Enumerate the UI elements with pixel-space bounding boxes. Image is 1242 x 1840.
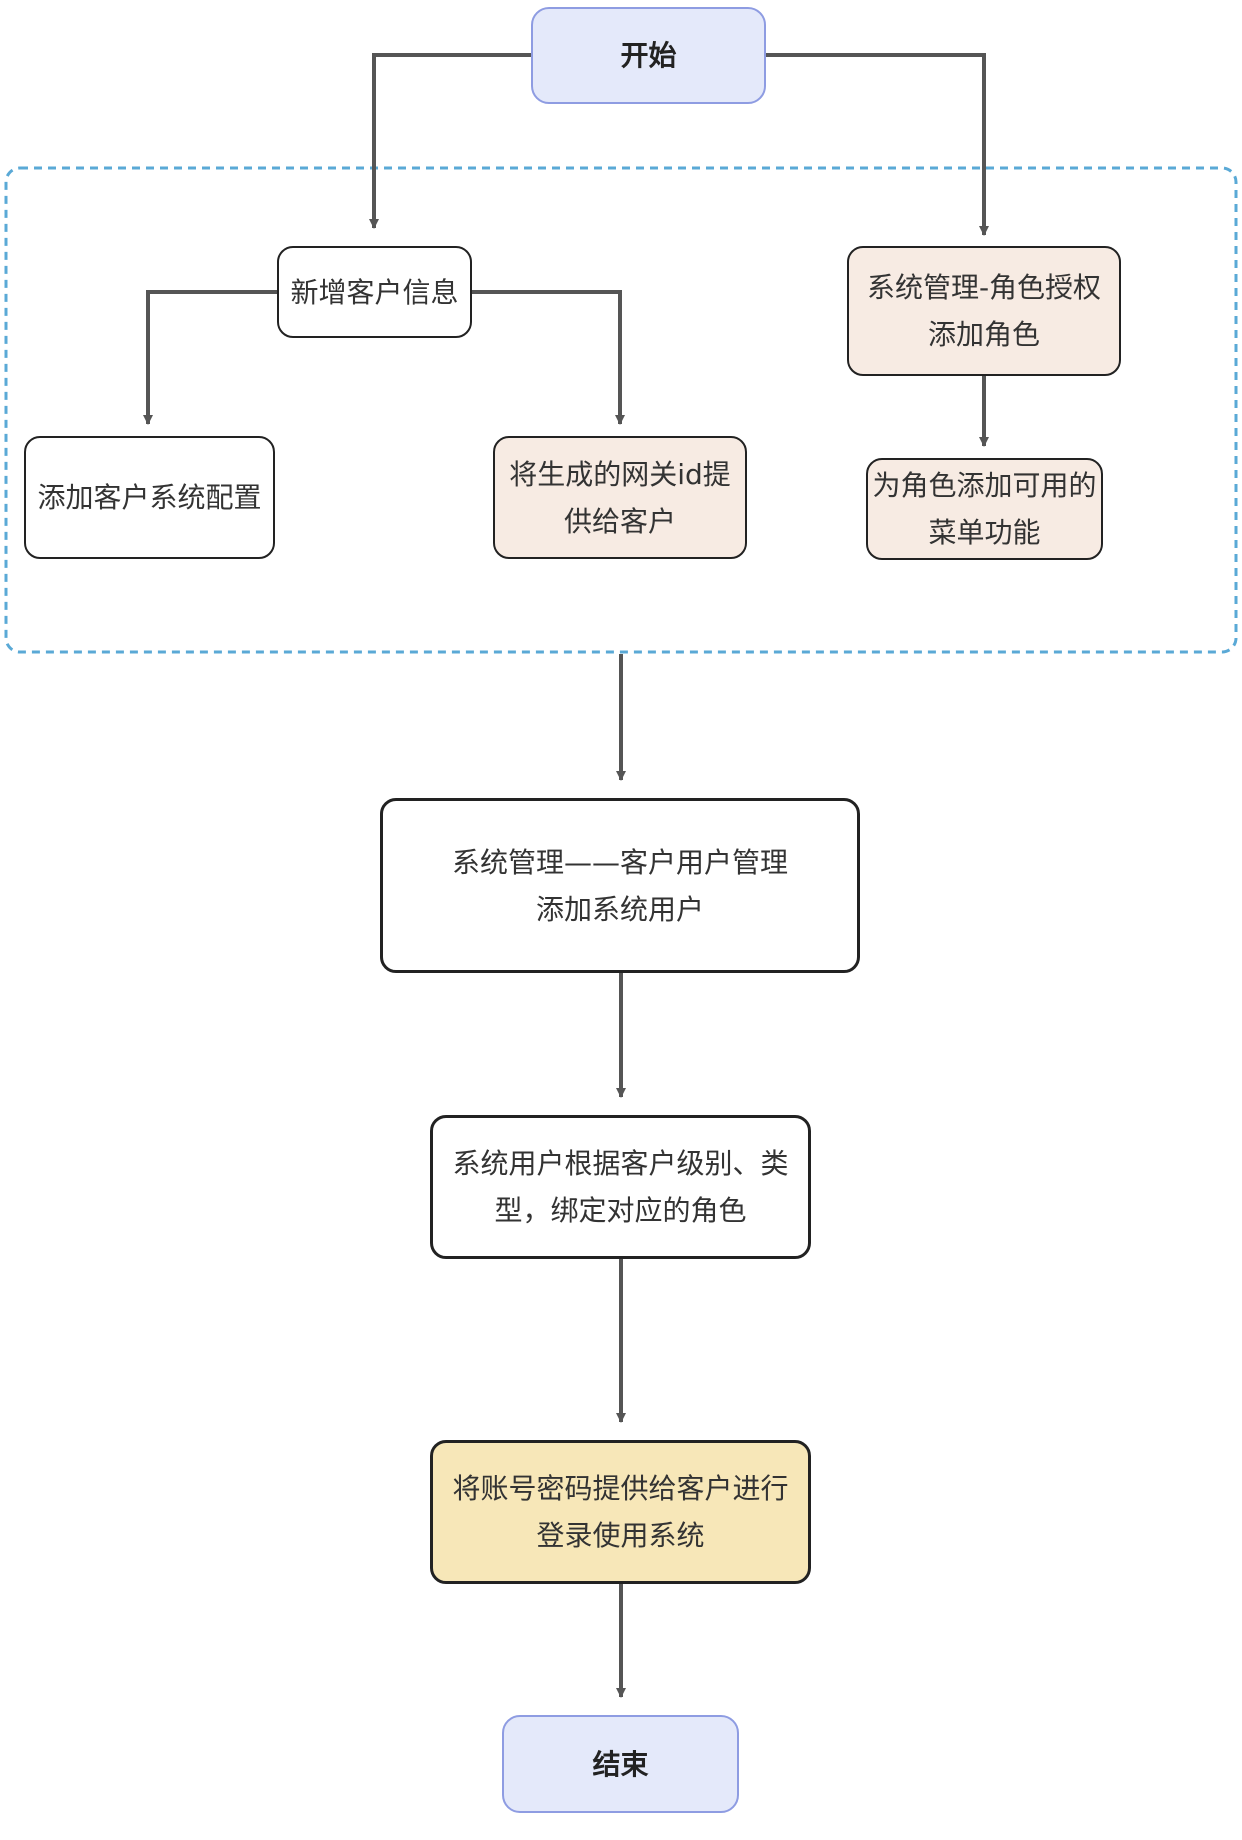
role-authorization-label-line1: 系统管理-角色授权 [866,271,1102,304]
gateway-id-label-line1: 将生成的网关id提 [509,457,731,491]
bind-role-label-line2: 型，绑定对应的角色 [494,1194,747,1227]
bind-role-node: 系统用户根据客户级别、类 型，绑定对应的角色 [430,1115,811,1259]
add-system-config-node: 添加客户系统配置 [24,436,275,559]
group-boundary [4,166,1238,654]
connector-add-customer-to-config [143,290,277,425]
customer-user-management-label-line2: 添加系统用户 [535,892,704,926]
provide-account-label-line1: 将账号密码提供给客户进行 [452,1472,789,1505]
role-authorization-label-line2: 添加角色 [927,318,1040,351]
add-customer-info-node: 新增客户信息 [277,246,472,338]
add-customer-info-label: 新增客户信息 [290,275,459,309]
end-node-label: 结束 [592,1747,649,1781]
customer-user-management-label-line1: 系统管理——客户用户管理 [451,845,788,879]
gateway-id-label-line2: 供给客户 [563,504,676,538]
provide-account-label-line2: 登录使用系统 [536,1519,705,1552]
connector-start-to-role-auth [766,53,989,236]
bind-role-label-line1: 系统用户根据客户级别、类 [452,1147,789,1180]
menu-function-node: 为角色添加可用的 菜单功能 [866,458,1103,560]
menu-function-label-line1: 为角色添加可用的 [872,469,1097,502]
menu-function-label-line2: 菜单功能 [928,516,1041,549]
end-node: 结束 [502,1715,739,1813]
customer-user-management-node: 系统管理——客户用户管理 添加系统用户 [380,798,860,973]
provide-account-node: 将账号密码提供给客户进行 登录使用系统 [430,1440,811,1584]
role-authorization-node: 系统管理-角色授权 添加角色 [847,246,1121,376]
start-node-label: 开始 [620,39,677,72]
connector-add-customer-to-gateway [472,290,625,425]
add-system-config-label: 添加客户系统配置 [37,481,262,514]
gateway-id-node: 将生成的网关id提 供给客户 [493,436,747,559]
start-node: 开始 [531,7,766,104]
connector-start-to-add-customer [369,53,531,229]
